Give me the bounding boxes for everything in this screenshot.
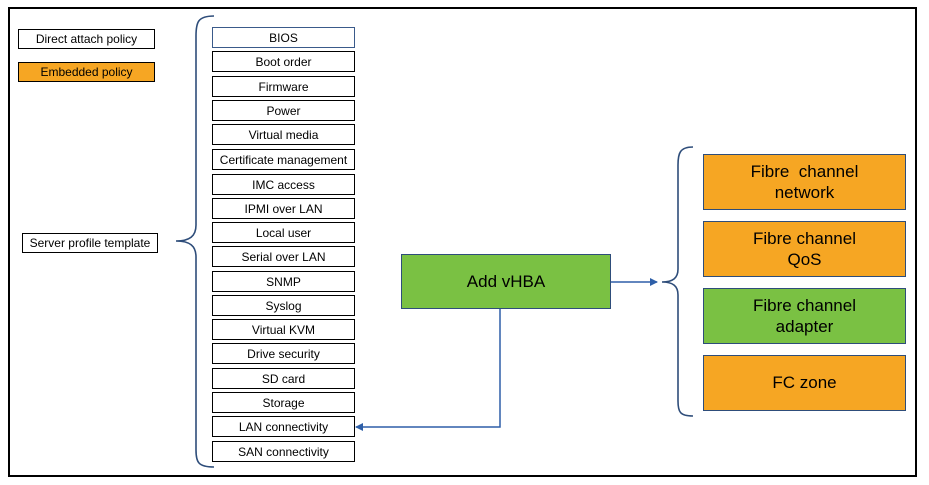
policy-local-user: Local user [212, 222, 355, 243]
policy-bios: BIOS [212, 27, 355, 48]
policy-serial-over-lan: Serial over LAN [212, 246, 355, 267]
fc-qos-line1: Fibre channel [752, 228, 856, 248]
policy-power: Power [212, 100, 355, 121]
policy-imc-access: IMC access [212, 174, 355, 195]
fibre-channel-network-policy: Fibre channel network [703, 154, 906, 210]
policy-firmware: Firmware [212, 76, 355, 97]
policy-certificate-management: Certificate management [212, 149, 355, 170]
policy-virtual-kvm: Virtual KVM [212, 319, 355, 340]
arrow-vhba-to-lan-connectivity [355, 309, 501, 431]
fibre-channel-adapter-policy: Fibre channel adapter [703, 288, 906, 344]
fc-zone-label: FC zone [772, 373, 837, 393]
fibre-channel-qos-policy: Fibre channel QoS [703, 221, 906, 277]
policy-lan-connectivity: LAN connectivity [212, 416, 355, 437]
policy-storage: Storage [212, 392, 355, 413]
policy-sd-card: SD card [212, 368, 355, 389]
right-brace [661, 146, 694, 417]
legend-direct-attach-policy: Direct attach policy [18, 29, 155, 49]
fc-adapter-line1: Fibre channel [752, 295, 856, 315]
diagram-frame [8, 7, 917, 477]
policy-drive-security: Drive security [212, 343, 355, 364]
policy-virtual-media: Virtual media [212, 124, 355, 145]
add-vhba-box: Add vHBA [401, 254, 611, 309]
legend-embedded-policy: Embedded policy [18, 62, 155, 82]
policy-ipmi-over-lan: IPMI over LAN [212, 198, 355, 219]
policy-syslog: Syslog [212, 295, 355, 316]
fc-qos-line2: QoS [787, 250, 822, 269]
fc-zone-policy: FC zone [703, 355, 906, 411]
left-brace [175, 15, 215, 468]
fc-network-line2: network [774, 183, 835, 202]
fc-adapter-line2: adapter [775, 317, 834, 336]
fc-network-line1: Fibre channel [750, 161, 859, 181]
policy-snmp: SNMP [212, 271, 355, 292]
policy-san-connectivity: SAN connectivity [212, 441, 355, 462]
server-profile-template: Server profile template [22, 233, 158, 253]
policy-boot-order: Boot order [212, 51, 355, 72]
